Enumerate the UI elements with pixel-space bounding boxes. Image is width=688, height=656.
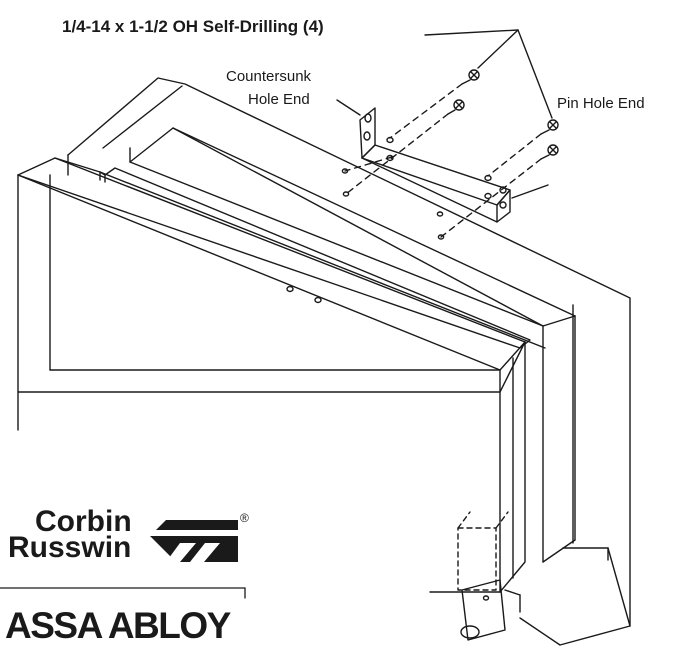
- leader-screw-spec-2: [517, 29, 553, 119]
- pin-hole-end-label: Pin Hole End: [557, 95, 645, 112]
- hinge-pivot: [460, 625, 480, 639]
- hinge-dashed-housing: [457, 527, 497, 591]
- screws: [344, 69, 559, 238]
- frame-hole-2: [342, 191, 350, 197]
- door-hole-1: [286, 285, 294, 293]
- leader-screw-spec: [424, 29, 519, 69]
- stop-bottom-edge: [542, 539, 576, 563]
- stop-lower-edge: [129, 161, 544, 327]
- registered-mark: ®: [240, 511, 249, 525]
- door-hole-2: [314, 296, 322, 304]
- screw-icon: [345, 99, 465, 195]
- door-front-face: [17, 174, 526, 393]
- brand-logo-stripes-icon: [150, 520, 238, 562]
- door-side-top: [499, 341, 526, 371]
- screw-icon: [440, 144, 559, 238]
- frame-hole-1: [341, 168, 349, 174]
- hinge-hole: [482, 595, 490, 601]
- bracket-vertical-plate: [359, 107, 376, 159]
- stop-top: [129, 127, 576, 327]
- pivot-hinge: [457, 511, 521, 641]
- screw-guide-extra: [344, 156, 393, 172]
- brand-name-line2: Russwin: [8, 531, 131, 564]
- screw-spec-callout: 1/4-14 x 1-1/2 OH Self-Drilling (4): [62, 17, 324, 36]
- leader-lines: [336, 29, 553, 199]
- door-top-rear-edge: [99, 171, 546, 349]
- bracket-pin-hole-2: [499, 201, 507, 209]
- stop-upper-edge: [172, 127, 576, 317]
- door-top-front-edge: [54, 157, 526, 343]
- hole-end-label: Hole End: [248, 91, 310, 108]
- door-top-face: [17, 157, 531, 349]
- screw-icon: [389, 69, 480, 139]
- frame-hole-3: [436, 211, 444, 217]
- leader-pin-hole: [511, 184, 549, 199]
- bracket-edge: [361, 157, 498, 223]
- door-panel: [17, 157, 546, 593]
- frame-hole-4: [437, 234, 445, 240]
- brand-name-line1: Corbin: [35, 505, 132, 538]
- leader-countersunk: [336, 99, 361, 116]
- countersunk-label: Countersunk: [226, 68, 312, 85]
- frame-top-face: [67, 77, 631, 627]
- bracket-slot-1: [364, 113, 372, 123]
- parent-company-name: ASSA ABLOY: [5, 605, 232, 646]
- bracket-end-plate: [496, 189, 511, 223]
- bracket-pin-hole-1: [499, 186, 507, 194]
- frame-inner-top-edge: [102, 85, 183, 149]
- bracket-slot-2: [363, 131, 371, 141]
- screw-icon: [487, 119, 559, 177]
- door-stop: [129, 127, 576, 563]
- bracket-hole-4: [484, 192, 492, 200]
- hinge-leaf: [461, 579, 506, 641]
- door-frame: [67, 77, 631, 646]
- door-front-top-edge: [17, 174, 501, 371]
- frame-pilot-holes: [341, 168, 445, 240]
- frame-bottom: [519, 547, 631, 646]
- brand-logo: Corbin Russwin ® ASSA ABLOY: [0, 505, 249, 646]
